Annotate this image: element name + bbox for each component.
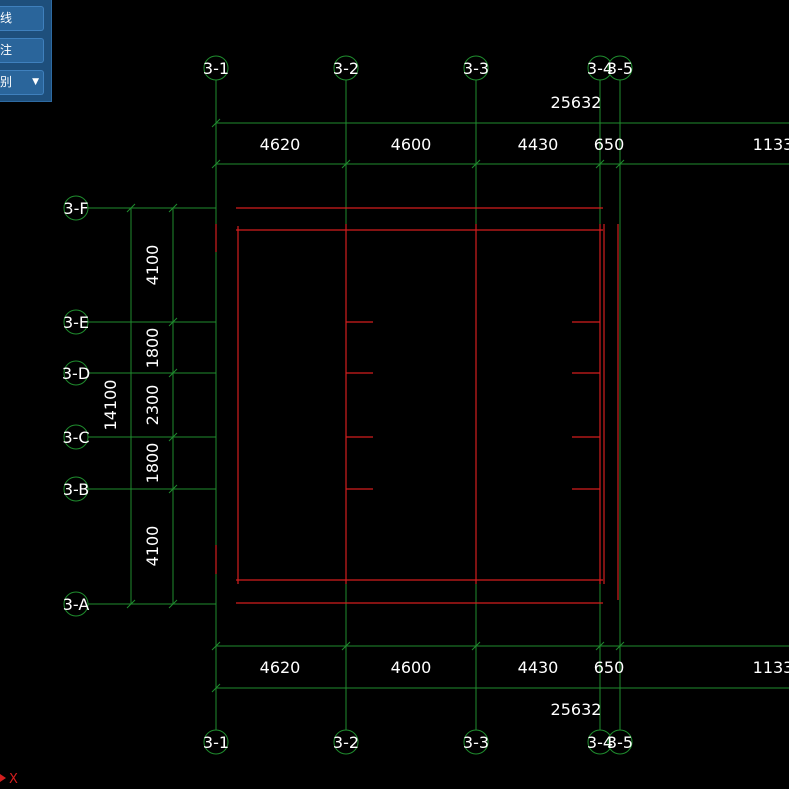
- axis-line-button-label: 轴线: [0, 11, 13, 25]
- chevron-down-icon[interactable]: ▼: [32, 77, 39, 87]
- dim-bottom-seg-3: 4430: [518, 658, 559, 677]
- dim-top-seg-4: 650: [594, 135, 625, 154]
- dim-left-seg-2: 1800: [143, 328, 162, 369]
- ucs-icon: X: [0, 772, 18, 787]
- axis-label-bottom-3-2: 3-2: [333, 733, 359, 752]
- dim-bottom-total: 25632: [551, 700, 602, 719]
- dim-top-seg-1: 4620: [260, 135, 301, 154]
- axis-label-3-F: 3-F: [63, 199, 88, 218]
- recognize-button-label: 识别: [0, 75, 13, 89]
- dim-bottom-seg-1: 4620: [260, 658, 301, 677]
- axis-label-bottom-3-4: 3-4: [587, 733, 613, 752]
- dimensions-bottom: 4620 4600 4430 650 1133 25632: [260, 658, 789, 719]
- dimensions-top: 25632 4620 4600 4430 650 1133: [260, 93, 789, 154]
- walls[interactable]: [215, 207, 619, 604]
- dim-top-seg-5: 1133: [753, 135, 789, 154]
- axis-line-button[interactable]: 轴线: [0, 6, 44, 31]
- axis-labels-top: 3-1 3-2 3-3 3-4 3-5: [203, 59, 633, 78]
- ucs-x-label: X: [9, 772, 18, 784]
- axis-label-3-C: 3-C: [62, 428, 89, 447]
- dim-bottom-seg-5: 1133: [753, 658, 789, 677]
- axis-label-top-3-3: 3-3: [463, 59, 489, 78]
- annotation-button[interactable]: 标注: [0, 38, 44, 63]
- axis-label-bottom-3-3: 3-3: [463, 733, 489, 752]
- dim-left-seg-5: 4100: [143, 526, 162, 567]
- dim-left-seg-1: 4100: [143, 245, 162, 286]
- dim-top-total: 25632: [551, 93, 602, 112]
- axis-label-top-3-4: 3-4: [587, 59, 613, 78]
- dim-top-seg-3: 4430: [518, 135, 559, 154]
- dim-left-seg-4: 1800: [143, 443, 162, 484]
- axis-label-top-3-1: 3-1: [203, 59, 229, 78]
- recognize-dropdown-button[interactable]: 识别 ▼: [0, 70, 44, 95]
- axis-bubbles: [63, 55, 633, 755]
- axis-label-3-A: 3-A: [63, 595, 90, 614]
- tool-panel: 轴线 标注 识别 ▼: [0, 0, 52, 102]
- annotation-button-label: 标注: [0, 43, 13, 57]
- dim-top-seg-2: 4600: [391, 135, 432, 154]
- axis-label-bottom-3-5: 3-5: [607, 733, 633, 752]
- axis-label-3-D: 3-D: [62, 364, 90, 383]
- dim-bottom-seg-2: 4600: [391, 658, 432, 677]
- axis-label-3-E: 3-E: [63, 313, 89, 332]
- axis-label-bottom-3-1: 3-1: [203, 733, 229, 752]
- dimensions-left: 14100 4100 1800 2300 1800 4100: [101, 245, 162, 567]
- axis-labels-left: 3-F 3-E 3-D 3-C 3-B 3-A: [62, 199, 90, 614]
- axis-labels-bottom: 3-1 3-2 3-3 3-4 3-5: [203, 733, 633, 752]
- dim-left-seg-3: 2300: [143, 385, 162, 426]
- dim-left-total: 14100: [101, 380, 120, 431]
- axis-label-top-3-5: 3-5: [607, 59, 633, 78]
- dim-bottom-seg-4: 650: [594, 658, 625, 677]
- axis-label-top-3-2: 3-2: [333, 59, 359, 78]
- axis-label-3-B: 3-B: [63, 480, 89, 499]
- axis-grid: [86, 80, 789, 730]
